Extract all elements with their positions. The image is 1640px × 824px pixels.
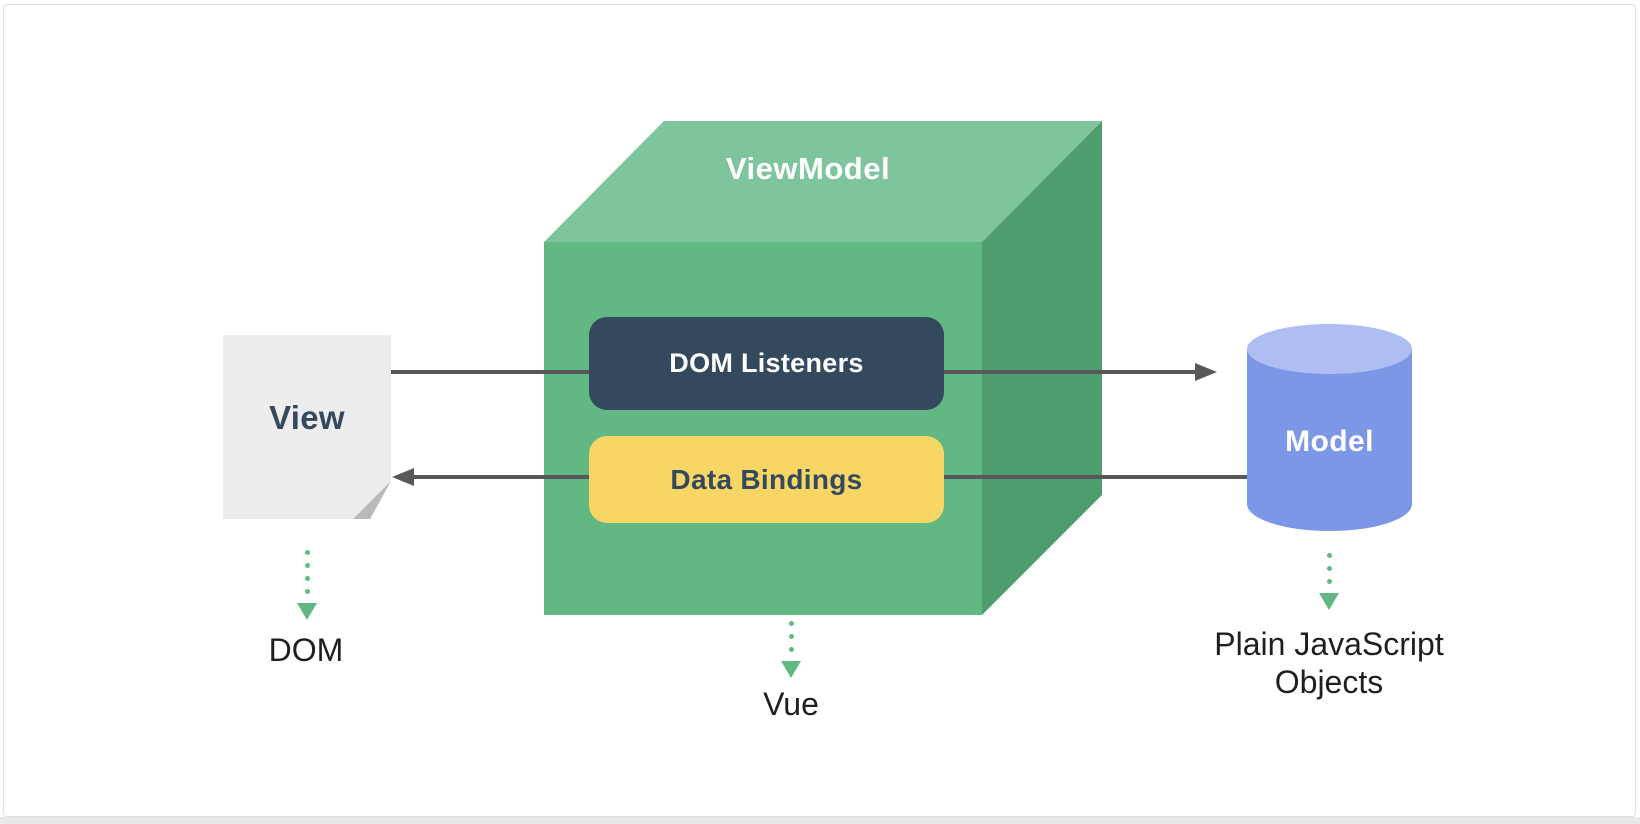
model-title: Model bbox=[1285, 425, 1374, 458]
model-cylinder-top-icon bbox=[1247, 324, 1412, 374]
plain-js-objects-caption: Plain JavaScript Objects bbox=[1214, 625, 1443, 701]
diagram-card: ViewModel DOM Listeners Data Bindings Vi… bbox=[3, 4, 1636, 817]
dotted-arrow-view-to-dom-icon bbox=[297, 550, 317, 620]
plain-js-objects-line1: Plain JavaScript bbox=[1214, 626, 1444, 662]
dom-caption: DOM bbox=[268, 632, 344, 668]
data-bindings-pill: Data Bindings bbox=[589, 436, 944, 523]
view-document-icon: View bbox=[223, 335, 391, 519]
plain-js-objects-line2: Objects bbox=[1274, 664, 1384, 700]
arrowhead-to-view-icon bbox=[392, 468, 414, 486]
arrowhead-to-model-icon bbox=[1195, 363, 1217, 381]
vue-caption: Vue bbox=[763, 686, 819, 722]
view-title: View bbox=[269, 399, 345, 436]
data-bindings-label: Data Bindings bbox=[670, 463, 863, 495]
dotted-arrow-box-to-vue-icon bbox=[781, 621, 801, 678]
dom-listeners-pill: DOM Listeners bbox=[589, 317, 944, 410]
viewmodel-title: ViewModel bbox=[725, 151, 891, 186]
dom-listeners-label: DOM Listeners bbox=[669, 348, 864, 378]
model-cylinder-icon bbox=[1247, 349, 1412, 531]
dotted-arrow-model-to-objects-icon bbox=[1319, 553, 1339, 610]
mvvm-diagram: ViewModel DOM Listeners Data Bindings Vi… bbox=[4, 5, 1635, 816]
viewmodel-box-front-face bbox=[544, 242, 982, 615]
window-bottom-strip bbox=[0, 817, 1640, 824]
